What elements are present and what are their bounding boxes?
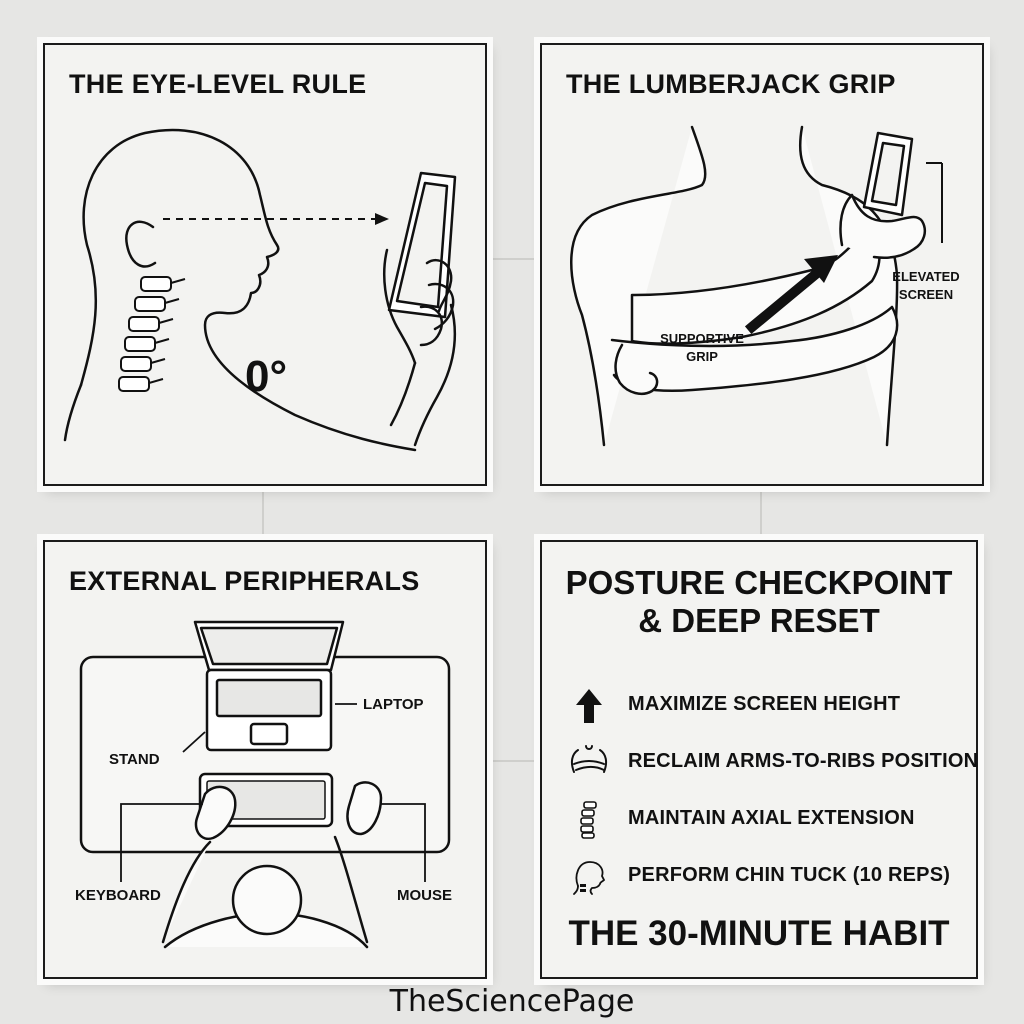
phone-icon <box>387 171 457 319</box>
up-arrow-icon <box>576 688 602 723</box>
leader-lines <box>120 703 426 882</box>
checkpoint-label: PERFORM CHIN TUCK (10 REPS) <box>628 864 951 886</box>
elevated-screen-label: SCREEN <box>899 287 953 302</box>
list-item: MAINTAIN AXIAL EXTENSION <box>564 790 978 847</box>
panel-title-line-2: & DEEP RESET <box>638 602 880 639</box>
cervical-spine-icon <box>118 276 186 392</box>
background-grid-line <box>262 490 264 535</box>
posture-checkpoint-panel: POSTURE CHECKPOINT & DEEP RESET MAXIMIZE… <box>540 540 978 979</box>
watermark: TheSciencePage <box>389 984 635 1019</box>
stand-label: STAND <box>109 751 160 768</box>
laptop-icon <box>193 620 345 752</box>
mouse-label: MOUSE <box>397 887 452 904</box>
panel-title: POSTURE CHECKPOINT & DEEP RESET <box>542 564 976 640</box>
panel-title: EXTERNAL PERIPHERALS <box>69 566 420 596</box>
spine-icon <box>580 800 597 839</box>
back-of-neck <box>63 383 83 442</box>
ear <box>125 220 157 268</box>
checkpoint-label: MAINTAIN AXIAL EXTENSION <box>628 807 915 829</box>
supporting-hand <box>614 343 659 395</box>
raising-forearm <box>630 233 881 345</box>
arms-crossed-icon <box>570 744 608 773</box>
background-grid-line <box>760 490 762 535</box>
external-peripherals-panel: EXTERNAL PERIPHERALS LAPTO <box>43 540 487 979</box>
lumberjack-grip-illustration: ELEVATED SCREEN SUPPORTIVE GRIP <box>570 125 960 447</box>
background-grid-line <box>490 760 535 762</box>
laptop-label: LAPTOP <box>363 696 424 713</box>
hand-icon <box>194 781 383 841</box>
angle-label: 0° <box>245 352 287 401</box>
head-profile <box>79 128 417 452</box>
checkpoint-label: RECLAIM ARMS-TO-RIBS POSITION <box>628 750 979 772</box>
chin-tuck-head-icon <box>573 860 606 895</box>
supportive-grip-label: SUPPORTIVE <box>660 331 744 346</box>
raising-hand <box>839 193 926 259</box>
sight-arrow-head <box>375 213 389 225</box>
checkpoint-list: MAXIMIZE SCREEN HEIGHT RECLAIM ARMS-TO-R… <box>564 676 978 904</box>
panel-title: THE LUMBERJACK GRIP <box>566 69 896 99</box>
phone-icon <box>862 131 914 217</box>
keyboard-label: KEYBOARD <box>75 887 161 904</box>
checkpoint-label: MAXIMIZE SCREEN HEIGHT <box>628 693 901 715</box>
eye-level-illustration: 0° <box>63 128 457 452</box>
lumberjack-grip-panel: THE LUMBERJACK GRIP ELEVATED SCREEN SUPP… <box>540 43 984 486</box>
panel-title-line-1: POSTURE CHECKPOINT <box>565 564 953 601</box>
list-item: RECLAIM ARMS-TO-RIBS POSITION <box>564 733 978 790</box>
up-right-arrow-icon <box>744 255 838 335</box>
eye-level-rule-panel: THE EYE-LEVEL RULE <box>43 43 487 486</box>
background-grid-line <box>490 258 535 260</box>
hand-holding-phone <box>382 248 457 447</box>
elevated-screen-label: ELEVATED <box>892 269 959 284</box>
crossed-forearm-lower <box>610 305 899 392</box>
desk-setup-illustration: LAPTOP STAND KEYBOARD MOUSE <box>75 620 452 949</box>
footer-habit-title: THE 30-MINUTE HABIT <box>568 914 950 953</box>
list-item: MAXIMIZE SCREEN HEIGHT <box>564 676 978 733</box>
panel-title: THE EYE-LEVEL RULE <box>69 69 367 99</box>
user-seated-top-view <box>161 835 369 949</box>
supportive-grip-label: GRIP <box>686 349 718 364</box>
list-item: PERFORM CHIN TUCK (10 REPS) <box>564 847 978 904</box>
